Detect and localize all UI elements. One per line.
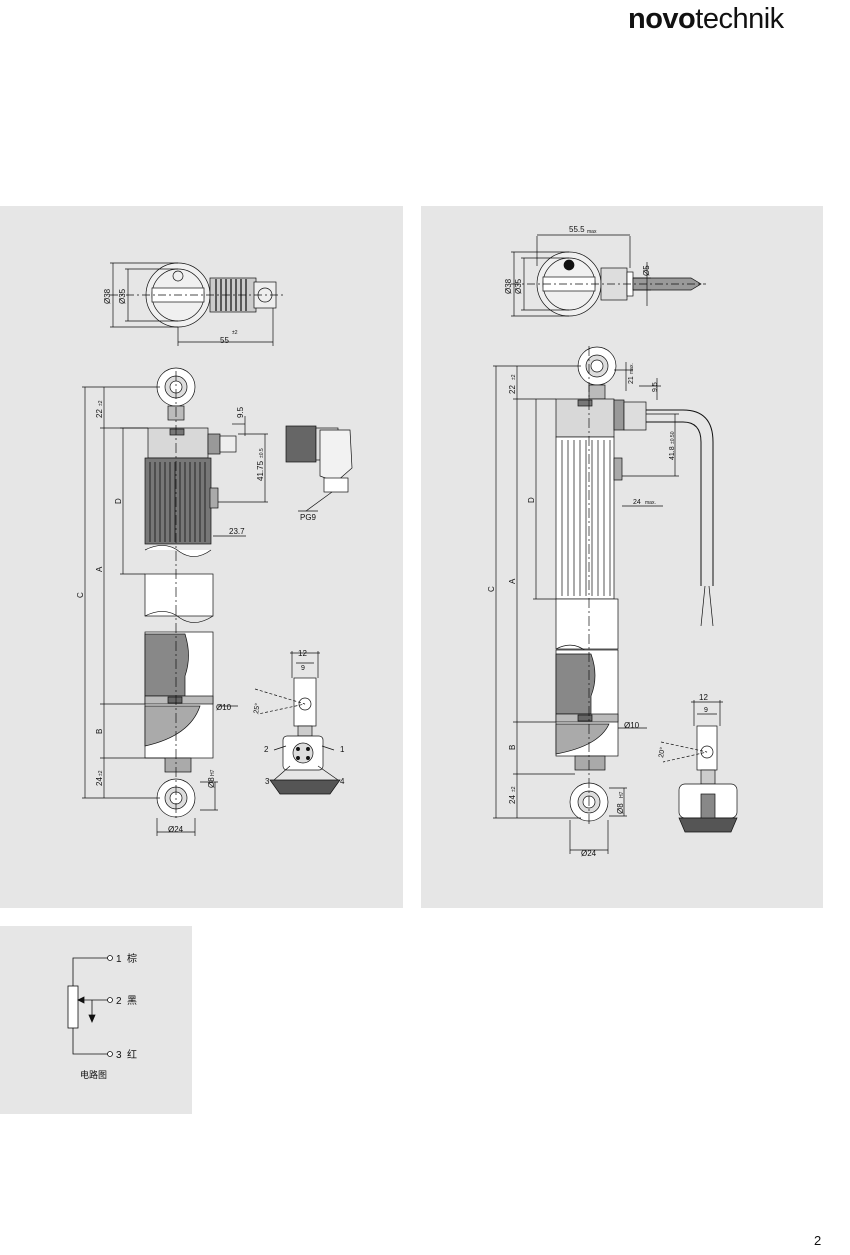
dim-h7: H7 [619, 791, 625, 798]
pin-label-3: 3 [265, 777, 270, 786]
pin-label-2: 2 [264, 745, 269, 754]
circuit-diagram: 1 棕 2 黑 3 红 电路图 [67, 952, 137, 1080]
dim-A: A [508, 578, 517, 584]
dim-angle-25: 25° [252, 702, 262, 714]
dim-41-75-tol: ±0.5 [259, 448, 265, 458]
brand-logo-regular: technik [695, 3, 784, 35]
dim-d24: Ø24 [581, 849, 597, 858]
dim-9: 9 [301, 665, 305, 672]
dim-22-tol: ±2 [511, 374, 517, 380]
dim-d35: Ø35 [118, 288, 127, 304]
dim-55-tol: ±2 [232, 330, 238, 336]
dim-12: 12 [298, 649, 307, 658]
circuit-pin-3-color: 红 [127, 1048, 137, 1061]
dim-B: B [508, 745, 517, 750]
dim-24: 24 [95, 777, 104, 786]
dim-24-bottom: 24 [508, 795, 517, 804]
circuit-caption: 电路图 [80, 1069, 107, 1080]
pin-label-1: 1 [340, 745, 345, 754]
dim-21-max: max. [629, 363, 635, 374]
dim-d8: Ø8 [207, 777, 216, 788]
dim-55-5-max: max [587, 229, 597, 235]
dim-d35: Ø35 [514, 278, 523, 294]
dim-22: 22 [508, 385, 517, 394]
circuit-panel: 1 棕 2 黑 3 红 电路图 [0, 926, 192, 1114]
left-dimension-drawing: Ø38 Ø35 55 ±2 22 ±2 9.5 41.75 ±0.5 D A C… [76, 262, 353, 836]
dim-A: A [95, 566, 104, 572]
dim-9-5: 9.5 [236, 406, 245, 418]
dim-21: 21 [628, 376, 635, 384]
brand-logo: novotechnik [628, 2, 784, 36]
label-pg9: PG9 [300, 513, 317, 522]
dim-d5: Ø5 [642, 265, 651, 276]
dim-9-5: 9.5 [652, 382, 659, 392]
pin-label-4: 4 [340, 777, 345, 786]
dim-C: C [487, 586, 496, 592]
page-number: 2 [814, 1233, 822, 1248]
dim-12: 12 [699, 693, 708, 702]
dim-41-75: 41.75 [256, 460, 265, 481]
dim-d10: Ø10 [624, 721, 640, 730]
left-drawing-panel: Ø38 Ø35 55 ±2 22 ±2 9.5 41.75 ±0.5 D A C… [0, 206, 403, 908]
circuit-pin-2-number: 2 [116, 996, 122, 1007]
dim-55: 55 [220, 336, 229, 345]
dim-22: 22 [95, 409, 104, 418]
dim-d24: Ø24 [168, 825, 184, 834]
dim-23-7: 23.7 [229, 527, 245, 536]
dim-d38: Ø38 [504, 278, 513, 294]
dim-41-8: 41.8 [669, 446, 676, 460]
dim-d8: Ø8 [616, 803, 625, 814]
dim-D: D [527, 497, 536, 503]
dim-B: B [95, 729, 104, 734]
dim-24-bottom-tol: ±2 [511, 786, 517, 792]
dim-h7: H7 [210, 769, 216, 776]
brand-logo-bold: novo [628, 3, 696, 35]
dim-9: 9 [704, 707, 708, 714]
circuit-pin-1-color: 棕 [127, 952, 137, 965]
dim-d38: Ø38 [103, 288, 112, 304]
circuit-pin-1-number: 1 [116, 954, 122, 965]
dim-24-max: max. [645, 500, 656, 506]
dim-55-5: 55.5 [569, 225, 585, 234]
dim-C: C [76, 592, 85, 598]
right-dimension-drawing: 55.5 max Ø5 Ø38 Ø35 22 ±2 21 max. 9.5 41… [487, 225, 738, 858]
dim-24: 24 [633, 499, 641, 506]
right-drawing-panel: 55.5 max Ø5 Ø38 Ø35 22 ±2 21 max. 9.5 41… [421, 206, 823, 908]
dim-angle-20: 20° [657, 746, 667, 758]
dim-22-tol: ±2 [98, 400, 104, 406]
dim-41-8-tol: ±0.50 [670, 431, 676, 444]
circuit-pin-2-color: 黑 [127, 995, 137, 1007]
dim-24-tol: ±2 [98, 770, 104, 776]
dim-D: D [114, 498, 123, 504]
circuit-pin-3-number: 3 [116, 1050, 122, 1061]
dim-d10: Ø10 [216, 703, 232, 712]
